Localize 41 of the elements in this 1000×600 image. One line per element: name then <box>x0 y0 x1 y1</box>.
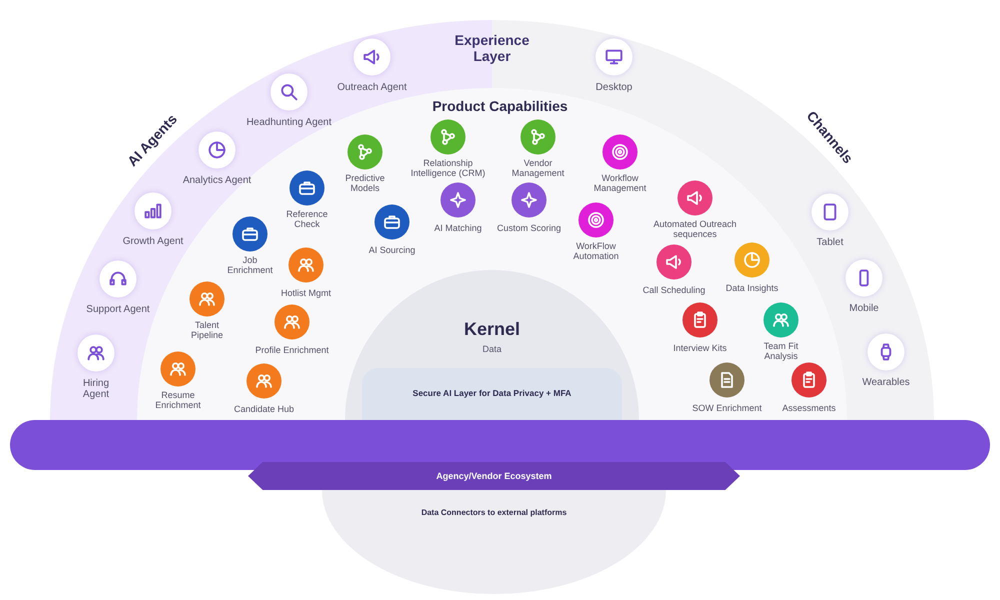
item-label: Growth Agent <box>122 236 184 247</box>
item-label: Analytics Agent <box>182 175 252 186</box>
item-label: Headhunting Agent <box>246 117 332 128</box>
capability-label: AI Matching <box>434 223 482 233</box>
capability-label: Predictive Models <box>344 173 386 193</box>
capability-label: Workflow Management <box>592 173 648 193</box>
area-label: Data Connectors to external platforms <box>420 508 568 518</box>
capability-label: AI Sourcing <box>368 245 416 255</box>
capability-label: Profile Enrichment <box>255 345 329 355</box>
capability-label: Call Scheduling <box>642 285 706 295</box>
security-layer <box>362 368 622 420</box>
capability-label: Talent Pipeline <box>190 320 224 340</box>
capability-label: Reference Check <box>285 209 329 229</box>
capability-label: Hotlist Mgmt <box>280 288 331 298</box>
capability-label: Resume Enrichment <box>154 390 202 410</box>
capability-label: Interview Kits <box>673 343 727 353</box>
capability-label: Relationship Intelligence (CRM) <box>410 158 486 178</box>
capability-label: Automated Outreach sequences <box>652 219 738 239</box>
item-label: Desktop <box>596 82 632 93</box>
item-label: Wearables <box>862 377 910 388</box>
item-label: Hiring Agent <box>82 378 110 400</box>
bar-label: Agency/Vendor Ecosystem <box>435 470 553 481</box>
capability-label: WorkFlow Automation <box>572 241 620 261</box>
core-subtitle: Data <box>481 344 502 354</box>
item-label: Tablet <box>816 237 844 248</box>
capability-label: Candidate Hub <box>234 404 294 414</box>
item-label: Support Agent <box>86 304 150 315</box>
item-label: Mobile <box>849 303 879 314</box>
capability-label: Job Enrichment <box>226 255 274 275</box>
core-title: Kernel <box>462 319 522 340</box>
capability-label: Team Fit Analysis <box>762 341 800 361</box>
layer-label: Secure AI Layer for Data Privacy + MFA <box>412 388 572 399</box>
band-title: Product Capabilities <box>431 98 569 114</box>
layer-title: Experience Layer <box>454 32 530 64</box>
item-label: Outreach Agent <box>337 82 407 93</box>
capability-label: Assessments <box>782 403 836 413</box>
capability-label: SOW Enrichment <box>692 403 762 413</box>
capability-label: Vendor Management <box>510 158 566 178</box>
capability-label: Data Insights <box>726 283 778 293</box>
capability-label: Custom Scoring <box>496 223 562 233</box>
platform-band <box>10 420 990 470</box>
